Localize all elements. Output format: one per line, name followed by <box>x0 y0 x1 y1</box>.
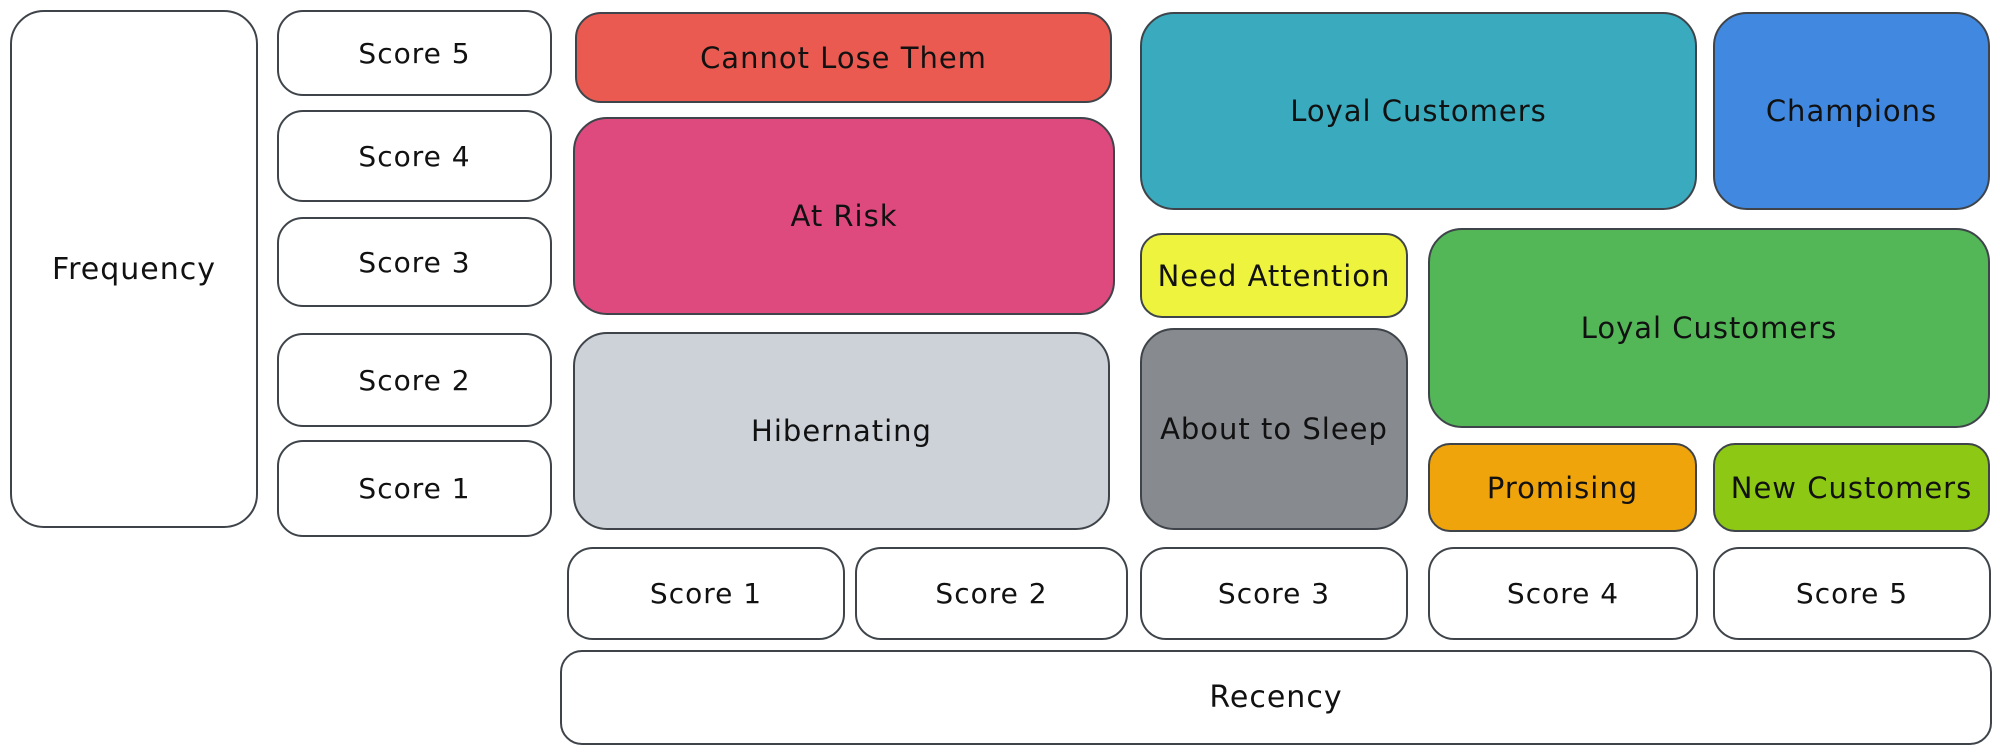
segment-need-attention: Need Attention <box>1140 233 1408 318</box>
recency-score-3: Score 3 <box>1140 547 1408 640</box>
frequency-score-4: Score 4 <box>277 110 552 202</box>
segment-loyal-customers-top: Loyal Customers <box>1140 12 1697 210</box>
segment-at-risk: At Risk <box>573 117 1115 315</box>
segment-about-to-sleep: About to Sleep <box>1140 328 1408 530</box>
recency-score-1: Score 1 <box>567 547 845 640</box>
recency-score-2: Score 2 <box>855 547 1128 640</box>
recency-score-4: Score 4 <box>1428 547 1698 640</box>
recency-score-5: Score 5 <box>1713 547 1991 640</box>
frequency-score-5: Score 5 <box>277 10 552 96</box>
segment-hibernating: Hibernating <box>573 332 1110 530</box>
recency-axis-label: Recency <box>560 650 1992 745</box>
frequency-score-1: Score 1 <box>277 440 552 537</box>
frequency-score-2: Score 2 <box>277 333 552 427</box>
frequency-axis-label: Frequency <box>10 10 258 528</box>
segment-cannot-lose-them: Cannot Lose Them <box>575 12 1112 103</box>
frequency-score-3: Score 3 <box>277 217 552 307</box>
segment-champions: Champions <box>1713 12 1990 210</box>
segment-loyal-customers-mid: Loyal Customers <box>1428 228 1990 428</box>
segment-promising: Promising <box>1428 443 1697 532</box>
segment-new-customers: New Customers <box>1713 443 1990 532</box>
